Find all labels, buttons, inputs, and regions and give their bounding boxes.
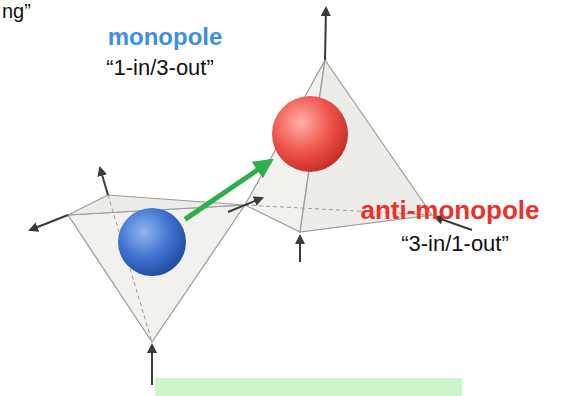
spin-arrow <box>30 215 68 230</box>
highlight-bar <box>155 378 462 396</box>
monopole-sphere: monopole“1-in/3-out” <box>118 208 186 276</box>
spin-arrow <box>325 8 326 60</box>
monopole-rule: “1-in/3-out” <box>106 56 214 80</box>
sphere-outline <box>272 96 348 172</box>
anti-monopole-rule: “3-in/1-out” <box>401 232 509 256</box>
sphere <box>118 208 186 276</box>
anti-monopole-label: anti-monopole <box>360 196 539 225</box>
spin-arrow <box>151 345 153 385</box>
hop-arrow <box>185 161 270 219</box>
caption-fragment: ng” <box>2 0 31 22</box>
spin-arrow <box>299 236 301 262</box>
spin-arrow <box>228 198 262 212</box>
spin-arrow <box>100 168 108 195</box>
sphere-outline <box>118 208 186 276</box>
sphere <box>272 96 348 172</box>
monopole-label: monopole <box>108 24 223 50</box>
tetrahedron-face <box>68 205 245 342</box>
anti-monopole-sphere: anti-monopole“3-in/1-out” <box>272 96 348 172</box>
